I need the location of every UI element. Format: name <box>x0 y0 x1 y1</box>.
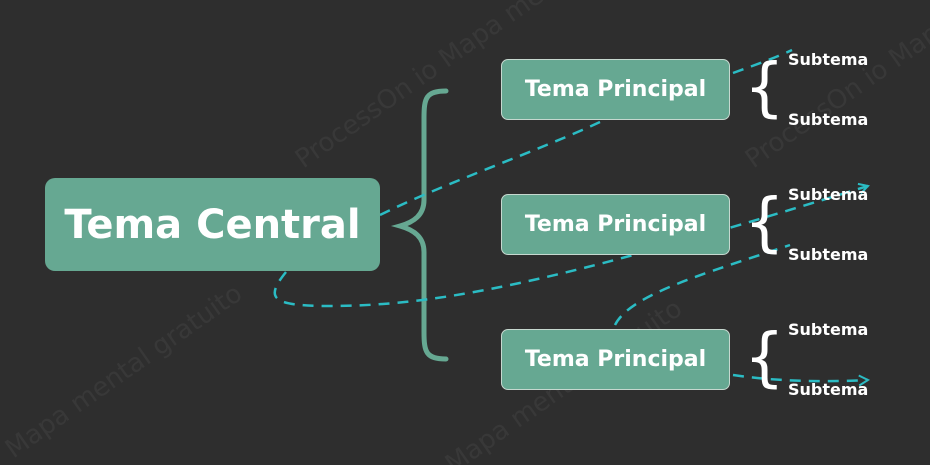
central-topic-node[interactable]: Tema Central <box>45 178 380 271</box>
main-topic-node-3[interactable]: Tema Principal <box>501 329 730 390</box>
subtopic-node[interactable]: Subtema <box>788 320 869 339</box>
main-topic-node-2[interactable]: Tema Principal <box>501 194 730 255</box>
dashed-connector-4 <box>732 48 793 75</box>
subtopic-node[interactable]: Subtema <box>788 50 869 69</box>
main-topic-label: Tema Principal <box>524 347 707 372</box>
main-topic-node-1[interactable]: Tema Principal <box>501 59 730 120</box>
dashed-connector-1 <box>379 120 601 217</box>
subtopic-node[interactable]: Subtema <box>788 185 869 204</box>
main-topic-label: Tema Principal <box>524 212 707 237</box>
subtopic-brace-3: { <box>744 321 785 395</box>
central-topic-label: Tema Central <box>64 201 361 248</box>
subtopic-node[interactable]: Subtema <box>788 110 869 129</box>
subtopic-brace-1: { <box>744 51 785 125</box>
dashed-connector-5 <box>732 373 868 381</box>
dashed-connector-3 <box>613 243 791 326</box>
main-topic-label: Tema Principal <box>524 77 707 102</box>
subtopic-brace-2: { <box>744 186 785 260</box>
main-brace <box>390 88 449 362</box>
subtopic-node[interactable]: Subtema <box>788 245 869 264</box>
subtopic-node[interactable]: Subtema <box>788 380 869 399</box>
